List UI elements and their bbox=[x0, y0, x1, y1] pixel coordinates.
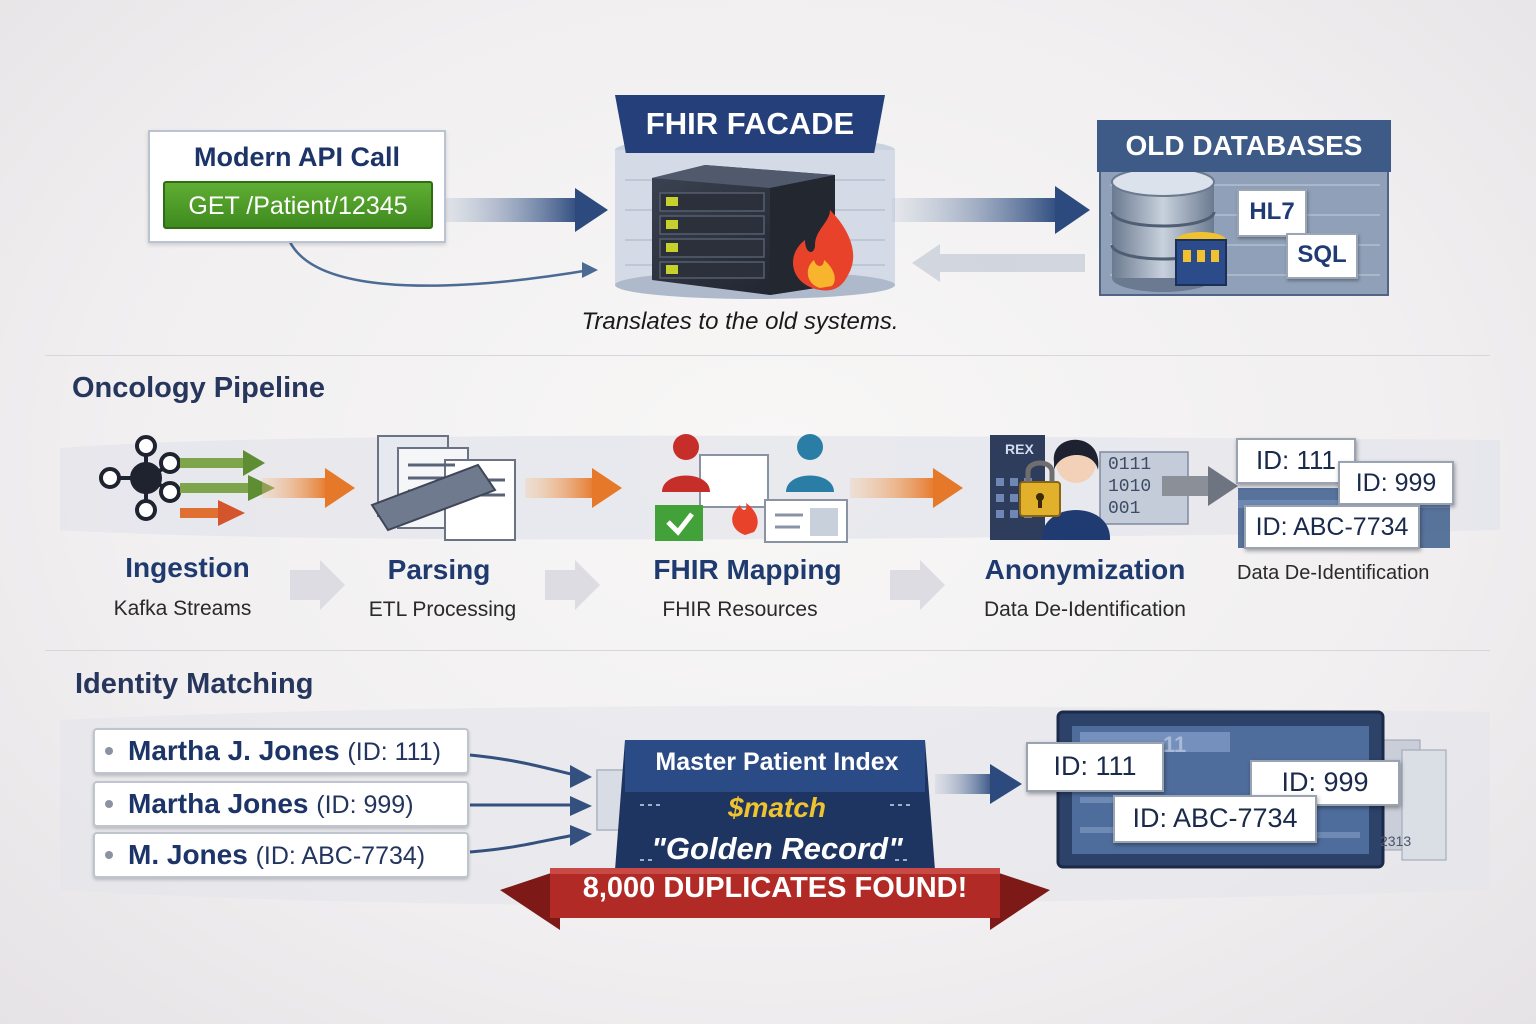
stage-fhir-mapping-title: FHIR Mapping bbox=[653, 554, 842, 585]
patient-record-name-wrap: M. Jones (ID: ABC-7734) bbox=[128, 834, 425, 877]
patient-record-card[interactable]: M. Jones (ID: ABC-7734) bbox=[93, 832, 469, 878]
golden-id-card: ID: ABC-7734 bbox=[1113, 795, 1317, 843]
fire-icon bbox=[793, 210, 854, 291]
section-divider-2 bbox=[45, 650, 1490, 651]
pipeline-arrow-4 bbox=[1162, 466, 1238, 506]
stage-ingestion-subtitle: Kafka Streams bbox=[113, 597, 252, 620]
pipeline-arrow-2 bbox=[525, 468, 622, 508]
patient-name: Martha Jones bbox=[128, 788, 309, 819]
database-cylinder-icon bbox=[1110, 167, 1216, 292]
identity-matching-title: Identity Matching bbox=[75, 668, 314, 700]
fhir-mapping-icon bbox=[655, 434, 848, 543]
fhir-facade-title: FHIR FACADE bbox=[615, 95, 885, 153]
bullet-icon bbox=[105, 800, 113, 808]
api-call-card: Modern API Call GET /Patient/12345 bbox=[148, 130, 446, 243]
facade-caption: Translates to the old systems. bbox=[581, 308, 899, 335]
patient-record-card[interactable]: Martha J. Jones (ID: 111) bbox=[93, 728, 469, 774]
binary-row: 1010 bbox=[1108, 477, 1152, 497]
api-to-facade-arrow bbox=[440, 188, 608, 232]
patient-id: (ID: 999) bbox=[316, 791, 414, 819]
patient-name: M. Jones bbox=[128, 839, 248, 870]
patient-id: (ID: ABC-7734) bbox=[255, 842, 426, 870]
sql-tag: SQL bbox=[1286, 233, 1358, 279]
building-icon bbox=[1175, 232, 1227, 286]
stage-ingestion-title: Ingestion bbox=[125, 552, 250, 583]
golden-id-card: ID: 999 bbox=[1250, 760, 1400, 806]
pipeline-arrow-3 bbox=[850, 468, 963, 508]
section-divider-1 bbox=[45, 355, 1490, 356]
ingestion-stream-arrows bbox=[180, 450, 275, 526]
pipeline-id-card: ID: 999 bbox=[1338, 461, 1454, 505]
duplicates-alert: 8,000 DUPLICATES FOUND! bbox=[582, 872, 968, 904]
api-return-curve bbox=[288, 241, 591, 287]
mpi-to-records-arrow bbox=[935, 764, 1022, 804]
pipeline-id-card: ID: ABC-7734 bbox=[1244, 505, 1420, 549]
hl7-tag: HL7 bbox=[1237, 189, 1307, 237]
golden-id-card: ID: 111 bbox=[1026, 742, 1164, 792]
stage-anonymization-subtitle: Data De-Identification bbox=[984, 598, 1186, 621]
master-patient-index-box bbox=[615, 740, 935, 870]
patient-record-name-wrap: Martha J. Jones (ID: 111) bbox=[128, 730, 441, 773]
stage-anonymization-title: Anonymization bbox=[984, 554, 1186, 585]
binary-row: 0111 bbox=[1108, 455, 1152, 475]
rex-document-label: REX bbox=[1005, 441, 1034, 457]
bullet-icon bbox=[105, 747, 113, 755]
stage-parsing-title: Parsing bbox=[387, 554, 491, 585]
api-call-title: Modern API Call bbox=[193, 142, 401, 172]
kafka-nodes-icon bbox=[99, 435, 181, 521]
pipeline-arrow-1 bbox=[262, 468, 355, 508]
db-to-facade-return-arrow bbox=[912, 244, 1085, 282]
duplicates-banner bbox=[500, 868, 1050, 930]
stage-parsing-subtitle: ETL Processing bbox=[368, 598, 517, 621]
mpi-match-operation: $match bbox=[727, 792, 827, 823]
server-icon bbox=[652, 165, 835, 295]
binary-data-panel: 0111 1010 001 bbox=[1108, 454, 1151, 520]
documents-icon bbox=[370, 435, 516, 541]
patient-record-name-wrap: Martha Jones (ID: 999) bbox=[128, 783, 414, 826]
patient-name: Martha J. Jones bbox=[128, 735, 340, 766]
old-databases-title: OLD DATABASES bbox=[1097, 120, 1391, 172]
mpi-title: Master Patient Index bbox=[655, 748, 899, 776]
stage-fhir-mapping-subtitle: FHIR Resources bbox=[662, 598, 818, 621]
facade-to-db-arrow bbox=[892, 186, 1090, 234]
patient-record-card[interactable]: Martha Jones (ID: 999) bbox=[93, 781, 469, 827]
patient-id: (ID: 111) bbox=[347, 738, 441, 766]
oncology-pipeline-title: Oncology Pipeline bbox=[72, 372, 325, 404]
pipeline-output-caption: Data De-Identification bbox=[1237, 562, 1430, 584]
names-to-mpi-arrows bbox=[469, 753, 576, 854]
golden-record-label: "Golden Record" bbox=[651, 831, 903, 866]
bullet-icon bbox=[105, 851, 113, 859]
get-patient-request-button[interactable]: GET /Patient/12345 bbox=[163, 181, 433, 229]
monitor-side-text: 2313 bbox=[1380, 833, 1412, 849]
binary-row: 001 bbox=[1108, 499, 1141, 519]
monitor-text: 11 bbox=[1163, 732, 1187, 757]
faded-chevrons bbox=[290, 560, 945, 610]
